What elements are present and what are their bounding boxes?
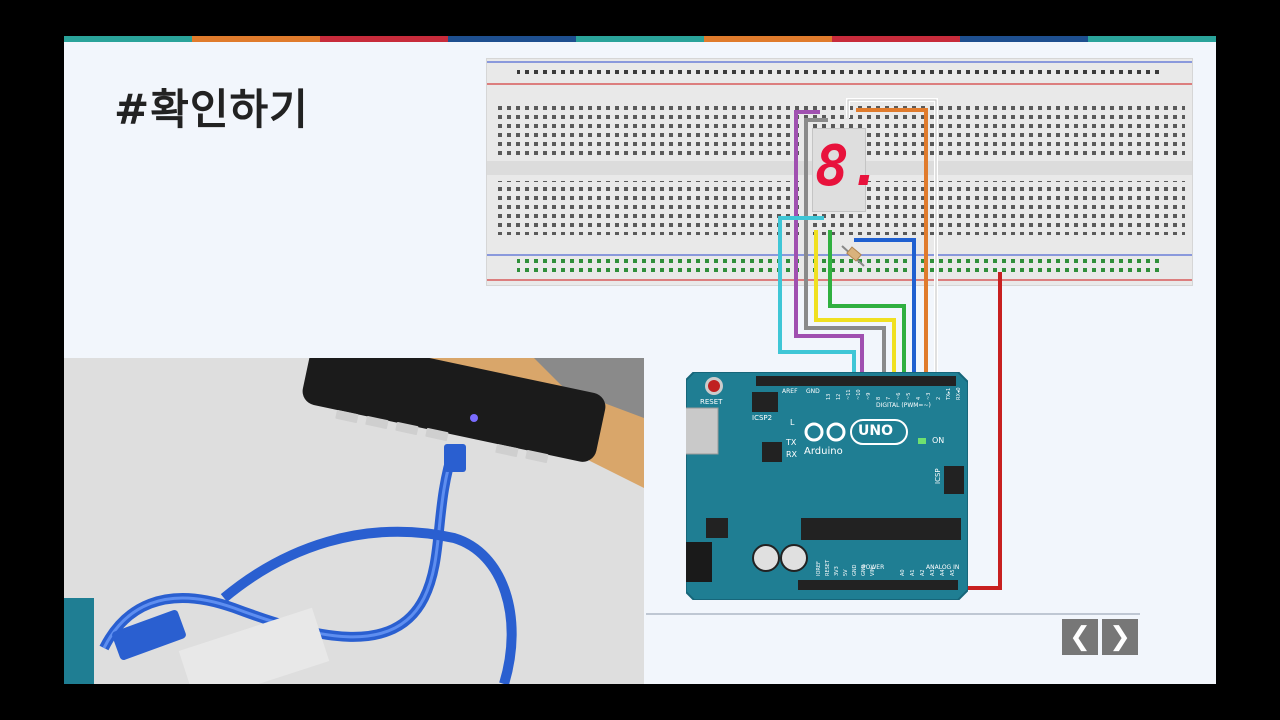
arduino-power-label: POWER [862,564,885,571]
arduino-digital-label: DIGITAL (PWM=~) [876,402,931,409]
prev-slide-button[interactable]: ❮ [1062,619,1098,655]
usb-hub-photo-graphic [64,358,644,684]
digital-pin-label: ~11 [846,389,852,400]
analog-pin-label: A5 [950,569,956,576]
digital-pin-label: 8 [876,396,882,400]
slide: #확인하기 [64,36,1216,684]
slide-title: #확인하기 [114,85,309,134]
analog-pin-label: A3 [930,569,936,576]
arduino-analog-label: ANALOG IN [926,564,960,571]
analog-pin-label: A1 [910,569,916,576]
arduino-icsp2-label: ICSP2 [752,414,773,422]
analog-pin-label: A0 [900,569,906,576]
power-pin-label: IOREF [816,561,822,576]
analog-pin-label: A4 [940,569,946,576]
analog-pin-label: A2 [920,569,926,576]
footer-divider [646,613,1140,615]
arduino-icsp-label: ICSP [934,468,942,484]
arduino-model-label: UNO [858,423,893,439]
arduino-gnd-label: GND [806,388,820,395]
digital-pin-label: 7 [886,396,892,400]
chevron-left-icon: ❮ [1069,622,1091,652]
digital-pin-label: ~10 [856,389,862,400]
digital-pin-label: RX◂0 [956,387,962,400]
digital-pin-label: 12 [836,393,842,400]
digital-pin-label: ~9 [866,392,872,400]
arduino-uno-board: RESET ICSP2 AREF GND DIGITAL (PWM=~) L T… [686,372,968,600]
next-slide-button[interactable]: ❯ [1102,619,1138,655]
chevron-right-icon: ❯ [1109,622,1131,652]
digital-pin-label: 13 [826,393,832,400]
power-pin-label: GND [861,564,867,576]
arduino-l-label: L [790,418,795,427]
arduino-tx-label: TX [786,438,797,447]
digital-pin-label: ~3 [926,392,932,400]
breadboard [486,58,1193,286]
power-pin-label: RESET [825,559,831,576]
accent-bar [64,36,1216,42]
arduino-board-graphic [686,372,968,600]
power-pin-label: GND [852,564,858,576]
arduino-brand-label: Arduino [804,446,843,457]
digital-pin-label: ~6 [896,392,902,400]
digital-pin-label: 4 [916,396,922,400]
digital-pin-label: TX▸1 [946,387,952,400]
arduino-rx-label: RX [786,450,798,459]
arduino-reset-label: RESET [700,398,723,406]
arduino-aref-label: AREF [782,388,798,395]
power-pin-label: 3V3 [834,566,840,576]
power-pin-label: 5V [843,569,849,576]
power-pin-label: VIN [870,567,876,576]
digital-pin-label: 2 [936,396,942,400]
arduino-on-label: ON [932,436,945,445]
digital-pin-label: ~5 [906,392,912,400]
usb-hub-photo [64,358,644,684]
